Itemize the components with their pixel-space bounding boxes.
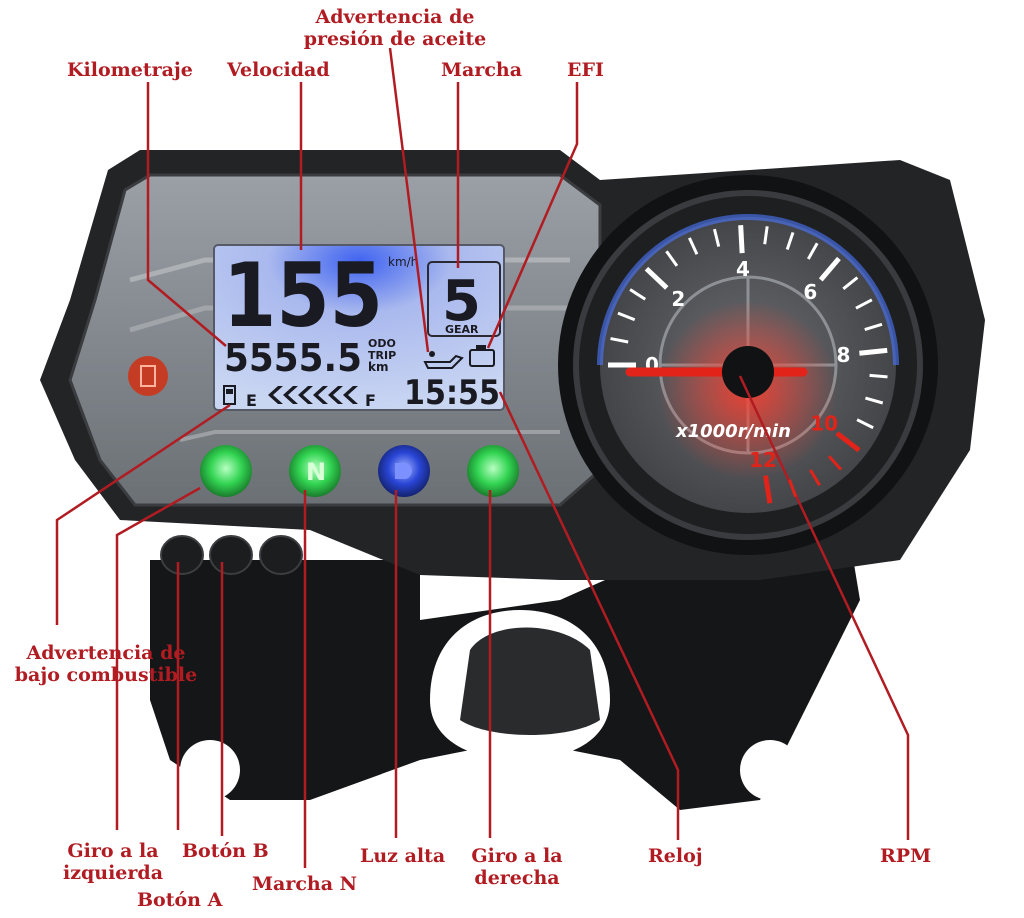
leader-lines bbox=[55, 47, 910, 868]
tachometer-unit: x1000r/min bbox=[675, 421, 791, 442]
tachometer-tick-label: 2 bbox=[671, 287, 685, 311]
tachometer-tick bbox=[763, 226, 769, 245]
tachometer-tick bbox=[842, 276, 859, 291]
tachometer-red-tick bbox=[827, 455, 843, 471]
tachometer-red-tick bbox=[763, 475, 773, 504]
tachometer-red-tick bbox=[835, 431, 861, 453]
label-boton-b: Botón B bbox=[182, 840, 269, 862]
tachometer-tick bbox=[712, 228, 721, 247]
km-label: km bbox=[368, 360, 388, 374]
high-beam-indicator bbox=[378, 445, 430, 497]
label-giro-der-line2: derecha bbox=[474, 867, 560, 889]
fuel-full-label: F bbox=[365, 391, 376, 410]
warning-lamp-icon bbox=[128, 356, 168, 396]
label-advertencia-aceite-line2: presión de aceite bbox=[303, 28, 487, 50]
tachometer-tick bbox=[738, 225, 745, 254]
tachometer-tick bbox=[785, 231, 795, 250]
label-velocidad: Velocidad bbox=[227, 59, 330, 81]
fuel-bar-segment bbox=[283, 386, 298, 404]
leader-combustible bbox=[55, 403, 231, 625]
tachometer-tick bbox=[856, 418, 874, 430]
button-a[interactable] bbox=[160, 535, 204, 575]
leader-kilometraje bbox=[146, 82, 227, 347]
leader-aceite bbox=[388, 47, 430, 353]
label-boton-a: Botón A bbox=[137, 889, 223, 911]
label-giro-izq-line1: Giro a la bbox=[67, 840, 159, 862]
mounting-bracket bbox=[150, 540, 860, 810]
label-marcha: Marcha bbox=[441, 59, 523, 81]
efi-engine-icon bbox=[469, 345, 495, 367]
tachometer-tick bbox=[629, 288, 647, 301]
tachometer-tick bbox=[807, 242, 819, 260]
neutral-indicator bbox=[289, 445, 341, 497]
tachometer-tick bbox=[855, 298, 873, 310]
speed-readout: 155 bbox=[223, 244, 383, 347]
tachometer-tick bbox=[617, 311, 636, 322]
tachometer-tick-label: 12 bbox=[749, 448, 777, 472]
label-reloj: Reloj bbox=[648, 845, 703, 867]
tachometer-tick-label: 4 bbox=[736, 257, 750, 281]
tachometer-tick bbox=[869, 373, 888, 379]
neutral-letter: N bbox=[306, 458, 326, 486]
label-advertencia-combustible: Advertencia de bajo combustible bbox=[0, 642, 212, 686]
oil-pressure-icon bbox=[423, 351, 464, 369]
fuel-bar-segment bbox=[328, 386, 343, 404]
tachometer-red-tick bbox=[788, 479, 798, 498]
tachometer-tick bbox=[688, 237, 699, 255]
label-giro-der-line1: Giro a la bbox=[471, 845, 563, 867]
label-giro-izquierda: Giro a la izquierda bbox=[58, 840, 168, 884]
gear-label: GEAR bbox=[445, 323, 479, 336]
fuel-bar-segment bbox=[268, 386, 283, 404]
button-c[interactable] bbox=[259, 535, 303, 575]
fuel-bar-gauge bbox=[268, 386, 358, 404]
fuel-empty-label: E bbox=[246, 391, 257, 410]
tachometer-tick bbox=[644, 266, 669, 290]
label-giro-izq-line2: izquierda bbox=[62, 862, 164, 884]
gear-readout: 5 bbox=[442, 269, 481, 334]
clock-readout: 15:55 bbox=[404, 373, 500, 413]
tachometer-tick bbox=[864, 322, 883, 332]
tachometer-tick-label: 10 bbox=[810, 411, 838, 435]
tachometer-tick bbox=[865, 396, 884, 405]
fuel-bar-segment bbox=[343, 386, 358, 404]
fuel-bar-segment bbox=[313, 386, 328, 404]
leader-efi bbox=[486, 82, 579, 349]
label-kilometraje: Kilometraje bbox=[67, 59, 193, 81]
fuel-pump-icon bbox=[223, 385, 236, 405]
label-combustible-line2: bajo combustible bbox=[14, 664, 198, 686]
tachometer-tick bbox=[859, 347, 888, 356]
tachometer-redzone bbox=[763, 431, 861, 504]
tachometer-tick bbox=[818, 256, 841, 282]
tachometer-tick-label: 8 bbox=[837, 343, 851, 367]
trip-label: TRIP bbox=[368, 349, 396, 362]
left-turn-indicator bbox=[200, 445, 252, 497]
odometer-readout: 5555.5 bbox=[224, 336, 362, 380]
label-giro-derecha: Giro a la derecha bbox=[452, 845, 582, 889]
needle-hub bbox=[722, 346, 774, 398]
label-efi: EFI bbox=[567, 59, 604, 81]
odo-label: ODO bbox=[368, 337, 396, 350]
tachometer-tick-label: 6 bbox=[803, 280, 817, 304]
tachometer-red-tick bbox=[809, 469, 821, 487]
tachometer-tick bbox=[610, 337, 629, 344]
label-rpm: RPM bbox=[880, 845, 932, 867]
label-advertencia-aceite: Advertencia de presión de aceite bbox=[290, 6, 500, 50]
label-luz-alta: Luz alta bbox=[360, 845, 446, 867]
fuel-bar-segment bbox=[298, 386, 313, 404]
right-turn-indicator bbox=[467, 445, 519, 497]
label-advertencia-aceite-line1: Advertencia de bbox=[315, 6, 475, 28]
tachometer-tick bbox=[665, 250, 679, 267]
button-b[interactable] bbox=[209, 535, 253, 575]
tachometer-scale bbox=[608, 225, 888, 430]
speed-unit: km/h bbox=[388, 255, 418, 269]
leader-giro-izq bbox=[115, 486, 201, 830]
label-combustible-line1: Advertencia de bbox=[26, 642, 186, 664]
label-marcha-n: Marcha N bbox=[252, 873, 358, 895]
leader-reloj bbox=[498, 391, 680, 840]
